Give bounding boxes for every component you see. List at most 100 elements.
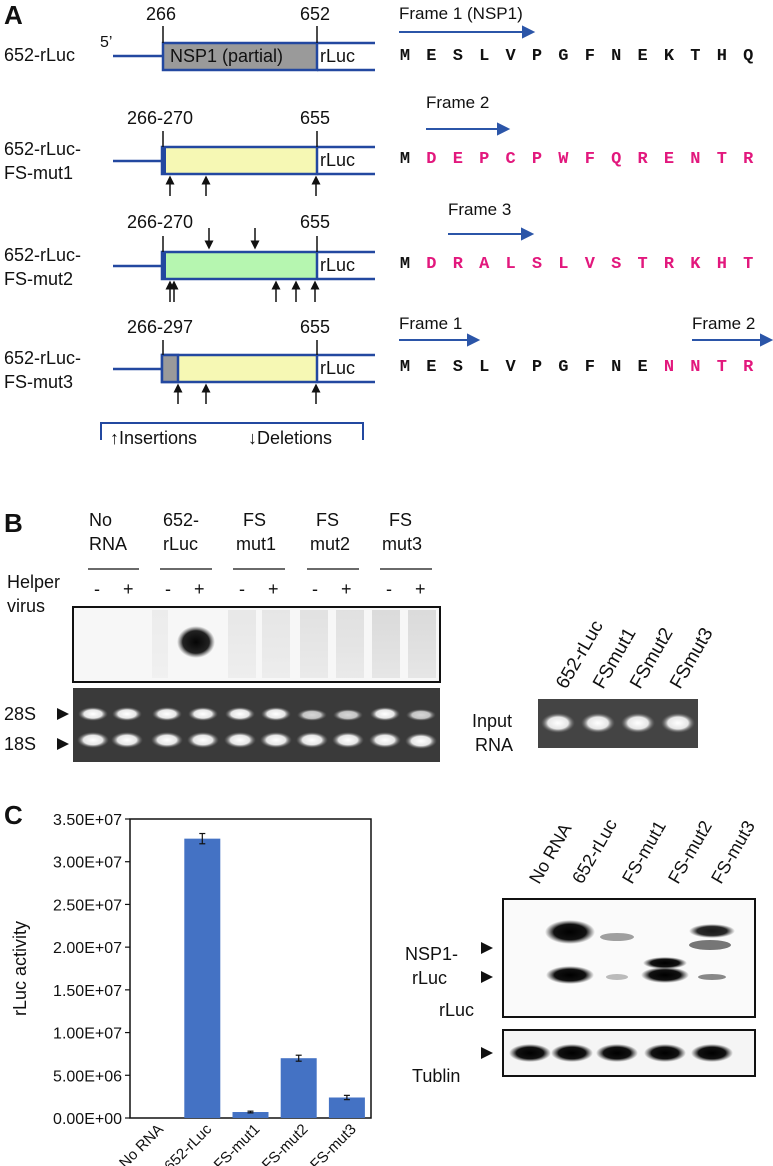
western-upper-blot bbox=[502, 898, 756, 1018]
residue: E bbox=[637, 358, 648, 377]
residue: E bbox=[426, 47, 437, 66]
mutant-residue: K bbox=[690, 255, 701, 274]
construct-name-line2: FS-mut3 bbox=[4, 372, 74, 392]
x-category-label: No RNA bbox=[116, 1121, 167, 1166]
mutant-residue: D bbox=[426, 255, 437, 274]
frame-label-1: Frame 1 bbox=[399, 314, 463, 333]
panel-b-label: B bbox=[4, 508, 23, 538]
mutant-residue: S bbox=[611, 255, 622, 274]
residue: L bbox=[479, 47, 490, 66]
lane-group-label: FS bbox=[243, 510, 267, 530]
chart-plot-area bbox=[129, 818, 372, 1119]
y-tick-label: 0.00E+00 bbox=[53, 1111, 122, 1128]
panel-a-label: A bbox=[4, 0, 23, 30]
mutant-residue: H bbox=[716, 255, 727, 274]
construct-fs-mut3-diagram bbox=[113, 340, 375, 384]
minus-label: - bbox=[386, 579, 392, 599]
residue: G bbox=[558, 47, 569, 66]
y-tick-label: 1.50E+07 bbox=[53, 983, 122, 1000]
residue: T bbox=[690, 47, 701, 66]
insertion-arrows bbox=[165, 175, 321, 404]
lane-group-label: mut1 bbox=[236, 534, 277, 554]
construct-name-line2: FS-mut2 bbox=[4, 269, 74, 289]
position-left: 266-270 bbox=[127, 212, 194, 232]
mutant-residue: R bbox=[637, 150, 648, 169]
frame-label: Frame 2 bbox=[426, 93, 490, 112]
mutant-residue: F bbox=[584, 150, 595, 169]
nsp1-rluc-label: rLuc bbox=[412, 968, 448, 988]
residue: F bbox=[584, 47, 595, 66]
bar-fs-mut3 bbox=[328, 1097, 365, 1118]
mutant-residue: V bbox=[584, 255, 595, 274]
position-left: 266-270 bbox=[127, 108, 194, 128]
western-lane-label: 652-rLuc bbox=[568, 815, 621, 887]
insertions-legend: ↑Insertions bbox=[110, 428, 198, 448]
plus-label: + bbox=[415, 579, 426, 599]
residue: M bbox=[399, 150, 411, 169]
mutant-residue: S bbox=[531, 255, 543, 274]
mutant-residue: N bbox=[690, 358, 701, 377]
mutant-residue: T bbox=[637, 255, 648, 274]
construct-fs-mut2-diagram bbox=[113, 236, 375, 281]
five-prime-label: 5’ bbox=[100, 34, 113, 51]
mutant-residue: N bbox=[690, 150, 701, 169]
deletions-legend: ↓Deletions bbox=[248, 428, 333, 448]
position-right: 655 bbox=[300, 212, 331, 232]
rluc-activity-chart: 0.00E+005.00E+061.00E+071.50E+072.00E+07… bbox=[10, 812, 372, 1166]
legend-box bbox=[100, 422, 364, 440]
residue: S bbox=[452, 358, 463, 377]
deletion-arrows bbox=[204, 228, 260, 250]
down-arrow-icon: ↓ bbox=[248, 428, 257, 448]
lane-group-label: mut2 bbox=[310, 534, 351, 554]
helper-virus-label: virus bbox=[7, 596, 46, 616]
nsp1-partial-label: NSP1 (partial) bbox=[170, 46, 284, 66]
input-rna-label: Input bbox=[472, 711, 513, 731]
construct-name-line1: 652-rLuc- bbox=[4, 348, 82, 368]
residue: P bbox=[531, 47, 543, 66]
nsp1-partial-box bbox=[161, 41, 319, 72]
plus-label: + bbox=[341, 579, 352, 599]
western-lane-label: FS-mut1 bbox=[618, 817, 670, 887]
plus-label: + bbox=[123, 579, 134, 599]
position-left: 266-297 bbox=[127, 317, 194, 337]
y-tick-label: 1.00E+07 bbox=[53, 1026, 122, 1043]
residue: F bbox=[584, 358, 595, 377]
bar-fs-mut1 bbox=[232, 1112, 269, 1118]
mutant-residue: Q bbox=[611, 150, 622, 169]
mutant-residue: W bbox=[558, 150, 569, 169]
y-tick-label: 5.00E+06 bbox=[53, 1068, 122, 1085]
mutant-residue: R bbox=[743, 358, 754, 377]
rluc-label: rLuc bbox=[320, 150, 356, 170]
mutant-residue: P bbox=[531, 150, 543, 169]
western-blot: No RNA 652-rLuc FS-mut1 FS-mut2 FS-mut3 bbox=[481, 815, 759, 1077]
rrna-gel bbox=[73, 688, 440, 762]
y-tick-label: 2.50E+07 bbox=[53, 897, 122, 914]
position-right: 655 bbox=[300, 317, 331, 337]
position-right: 652 bbox=[300, 4, 331, 24]
construct-name-line1: 652-rLuc- bbox=[4, 139, 82, 159]
lane-group-label: rLuc bbox=[163, 534, 199, 554]
panel-c-label: C bbox=[4, 800, 23, 830]
rluc-label: rLuc bbox=[320, 255, 356, 275]
construct-name: 652-rLuc bbox=[4, 45, 76, 65]
mutant-residue: R bbox=[663, 255, 675, 274]
construct-fs-mut1-diagram bbox=[113, 131, 375, 176]
lane-group-label: RNA bbox=[89, 534, 128, 554]
position-right: 655 bbox=[300, 108, 331, 128]
y-tick-label: 3.50E+07 bbox=[53, 812, 122, 829]
mutant-residue: R bbox=[452, 255, 463, 274]
panel-b-gels: 652-rLuc FSmut1 FSmut2 FSmut3 bbox=[57, 568, 718, 762]
minus-label: - bbox=[312, 579, 318, 599]
minus-label: - bbox=[239, 579, 245, 599]
frame-label: Frame 1 (NSP1) bbox=[399, 4, 523, 23]
mutant-residue: N bbox=[663, 358, 675, 377]
frame-arrows bbox=[399, 25, 773, 347]
residue: M bbox=[399, 47, 411, 66]
mutant-residue: E bbox=[452, 150, 463, 169]
mutant-residue: E bbox=[663, 150, 675, 169]
mutant-residue: L bbox=[505, 255, 516, 274]
construct-name-line2: FS-mut1 bbox=[4, 163, 74, 183]
